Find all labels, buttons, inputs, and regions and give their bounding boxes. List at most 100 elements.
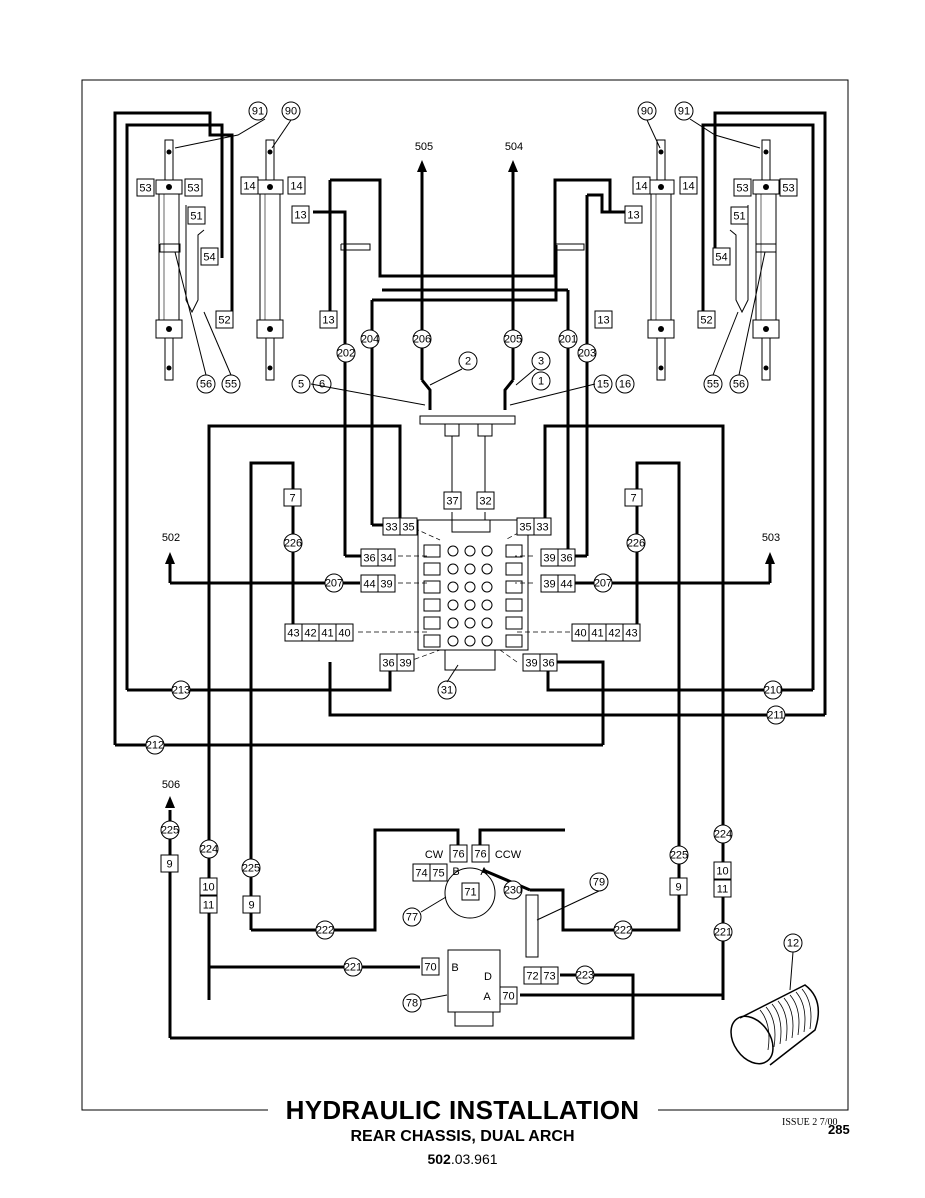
hose-coil-rib — [795, 991, 806, 1033]
cylinder-part — [166, 184, 172, 190]
port-b-label: B — [452, 866, 459, 878]
part-box — [730, 206, 749, 225]
part-number-label: 53 — [187, 183, 199, 195]
callout-circle — [713, 922, 733, 942]
callout-label: 1 — [538, 376, 544, 388]
callout-label: 55 — [707, 379, 719, 391]
callout-label: 2 — [465, 356, 471, 368]
part-number-label: 53 — [782, 183, 794, 195]
part-number-label: 7 — [630, 493, 636, 505]
leader-line — [646, 119, 661, 149]
part-number-label: 36 — [542, 658, 554, 670]
valve-spool — [505, 544, 523, 558]
part-number-label: 72 — [526, 971, 538, 983]
callout-label: 226 — [627, 538, 645, 550]
cylinder-part — [658, 365, 664, 371]
leader-dashed — [406, 524, 441, 541]
part-box — [622, 623, 641, 642]
cylinder-part — [763, 326, 769, 332]
valve-port — [464, 635, 476, 647]
callout-circle — [283, 533, 303, 553]
valve-port — [447, 617, 459, 629]
part-box — [187, 206, 206, 225]
part-box — [335, 623, 354, 642]
callout-circle — [171, 680, 191, 700]
hose-coil-rib — [783, 997, 794, 1039]
cylinder-part — [267, 149, 273, 155]
hose-coil-rib — [759, 1009, 770, 1051]
part-number-label: 36 — [560, 553, 572, 565]
valve-spool — [423, 598, 441, 612]
callout-circle — [437, 680, 457, 700]
hose-ccw-top — [478, 828, 565, 845]
cylinder-part — [267, 326, 273, 332]
part-number-label: 71 — [464, 887, 476, 899]
callout-circle — [343, 957, 363, 977]
part-box — [291, 205, 310, 224]
part-box — [396, 653, 415, 672]
valve-base — [444, 649, 496, 671]
leader-dashed — [406, 649, 441, 663]
coupling — [444, 423, 460, 437]
valve-78 — [447, 949, 501, 1013]
part-box — [240, 176, 259, 195]
hose-222-right — [530, 888, 681, 932]
callout-label: 207 — [594, 578, 612, 590]
hose-213-left — [125, 123, 224, 690]
hose-225-right — [635, 461, 681, 895]
part-box — [184, 178, 203, 197]
valve-port — [481, 563, 493, 575]
valve-port — [481, 545, 493, 557]
part-box — [471, 844, 490, 863]
part-box — [421, 957, 440, 976]
part-box — [779, 178, 798, 197]
valve-port — [481, 635, 493, 647]
part-number-label: 34 — [380, 553, 392, 565]
part-box — [443, 491, 462, 510]
valve-port — [464, 599, 476, 611]
callout-label: 6 — [319, 379, 325, 391]
part-box — [557, 574, 576, 593]
part-number-label: 32 — [479, 496, 491, 508]
callout-label: 221 — [344, 962, 362, 974]
part-box — [242, 895, 261, 914]
callout-label: 221 — [714, 927, 732, 939]
callout-circle — [763, 680, 783, 700]
leader-line — [174, 118, 266, 149]
cylinder-left-inner — [256, 139, 284, 381]
callout-label: 206 — [413, 334, 431, 346]
callout-circle — [615, 374, 635, 394]
part-number-label: 39 — [543, 579, 555, 591]
hose-top-crossover — [330, 178, 612, 278]
port-b2-label: B — [451, 962, 458, 974]
part-number-label: 14 — [290, 181, 302, 193]
leader-line — [515, 368, 536, 386]
callout-circle — [503, 880, 523, 900]
callout-circle — [558, 329, 578, 349]
leader-line — [420, 896, 447, 913]
part-number-label: 33 — [385, 522, 397, 534]
leader-dashed — [504, 524, 534, 541]
part-box — [199, 877, 218, 896]
valve-port — [464, 545, 476, 557]
hose-230 — [482, 868, 531, 892]
callout-label: 12 — [787, 938, 799, 950]
part-number-label: 70 — [424, 962, 436, 974]
cylinder-left-outer — [155, 139, 183, 381]
callout-circle — [402, 993, 422, 1013]
valve-port — [481, 599, 493, 611]
part-number-label: 39 — [525, 658, 537, 670]
cylinder-part — [658, 326, 664, 332]
bracket — [340, 243, 371, 251]
callout-label: 55 — [225, 379, 237, 391]
hose-210-right — [701, 123, 815, 690]
part-box — [199, 895, 218, 914]
leader-dashed — [499, 649, 518, 663]
cylinder-79 — [525, 894, 539, 958]
hose-coil-rib — [801, 988, 812, 1030]
callout-label: 91 — [252, 106, 264, 118]
outlet-503-label: 503 — [762, 532, 780, 544]
callout-label: 222 — [316, 925, 334, 937]
callout-label: 223 — [576, 970, 594, 982]
document-reference: 502.03.961 — [0, 1151, 925, 1167]
